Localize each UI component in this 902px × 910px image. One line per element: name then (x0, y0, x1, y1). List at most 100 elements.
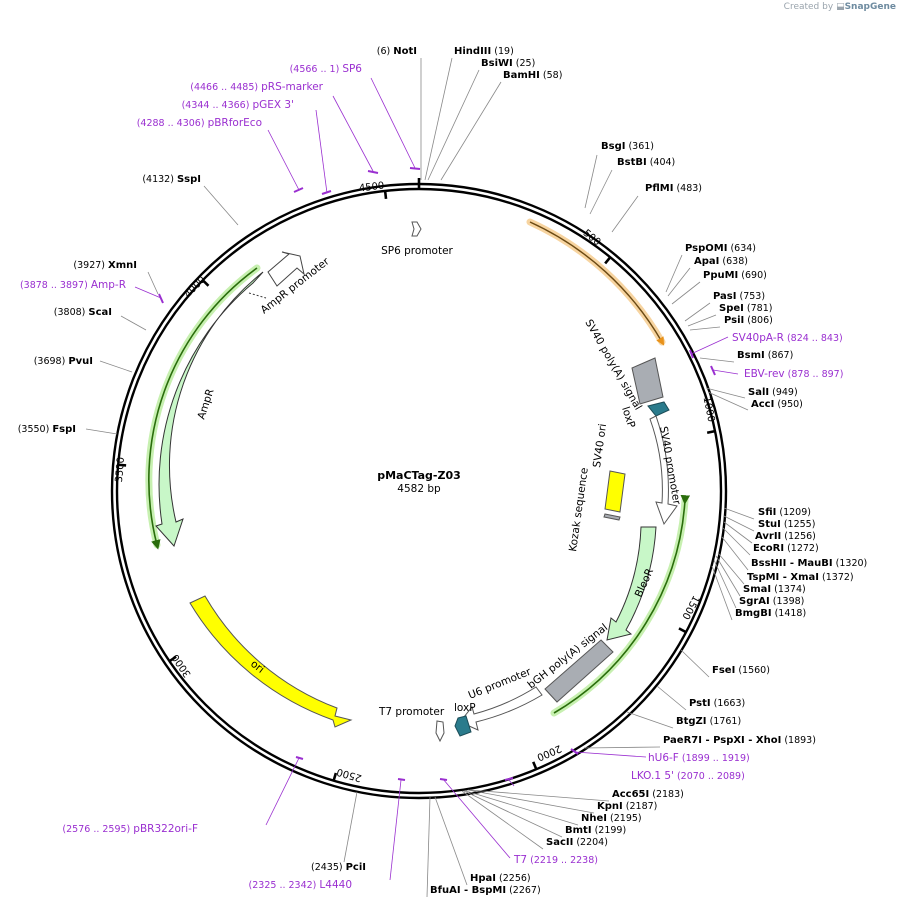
feature-label-t7-promoter: T7 promoter (378, 706, 445, 718)
site-name: BsgI (601, 141, 625, 152)
primer-name: pRS-marker (261, 81, 324, 93)
site-name: BmgBI (735, 608, 772, 619)
site-name: BsiWI (481, 58, 513, 69)
primer-label: (4466 .. 4485) pRS-marker (190, 81, 323, 93)
site-label: BstBI (404) (617, 157, 675, 168)
primer-position: (878 .. 897) (785, 369, 844, 380)
plasmid-name: pMaCTag-Z03 (377, 469, 461, 482)
primer-leader-line (267, 129, 300, 191)
site-label: SgrAI (1398) (739, 596, 804, 607)
primer-name: SP6 (342, 63, 362, 75)
primer-position: (3878 .. 3897) (20, 280, 91, 291)
primer-leader-line (508, 779, 515, 787)
site-name: AccI (751, 399, 774, 410)
primer-name: pBRforEco (208, 117, 262, 129)
site-name: BamHI (503, 70, 540, 81)
sv40-ori-block (604, 470, 626, 513)
site-position: (2187) (623, 801, 658, 812)
ori-arrow (189, 595, 353, 728)
site-leader-line (589, 169, 613, 215)
primer-label: (4344 .. 4366) pGEX 3' (182, 99, 294, 111)
primer-position: (2070 .. 2089) (674, 771, 745, 782)
site-position: (3927) (73, 260, 108, 271)
primer-name: L4440 (319, 879, 352, 891)
tick-label-4500: 4500 (358, 181, 385, 195)
tick-mark-2500 (332, 772, 338, 782)
site-name: StuI (758, 519, 781, 530)
snapgene-logo-icon: ⬓ (836, 2, 845, 12)
plasmid-length: 4582 bp (397, 483, 441, 495)
site-leader-line (99, 360, 133, 373)
site-position: (404) (647, 157, 676, 168)
site-label: SmaI (1374) (743, 584, 806, 595)
tick-label-3500: 3500 (114, 457, 127, 483)
primer-leader-line (332, 95, 374, 172)
site-label: AvrII (1256) (755, 531, 816, 542)
site-label: HpaI (2256) (470, 873, 531, 884)
primer-leader-line (574, 751, 647, 758)
site-name: PsiI (724, 315, 744, 326)
site-position: (2199) (592, 825, 627, 836)
site-position: (1761) (707, 716, 742, 727)
feature-label-sv40-ori: SV40 ori (591, 423, 609, 468)
site-label: TspMI - XmaI (1372) (747, 572, 854, 583)
site-leader-line (687, 314, 717, 327)
feature-label-sp6-promoter: SP6 promoter (381, 245, 453, 257)
site-name: SalI (748, 387, 769, 398)
site-label: (6) NotI (377, 46, 417, 57)
site-position: (867) (765, 350, 794, 361)
site-name: XmnI (108, 260, 137, 271)
primer-leader-line (712, 369, 739, 375)
site-position: (2204) (573, 837, 608, 848)
site-leader-line (721, 536, 749, 571)
sv40-promoter-arrow (649, 415, 678, 526)
primer-name: Amp-R (91, 279, 126, 291)
tick-label-1000: 1000 (701, 396, 717, 423)
orf-highlight-bleor (553, 494, 691, 714)
site-label: (3808) ScaI (54, 307, 112, 318)
site-position: (634) (727, 243, 756, 254)
site-position: (19) (491, 46, 514, 57)
site-name: BfuAI - BspMI (430, 885, 506, 896)
site-leader-line (665, 254, 683, 293)
primer-binding-mark (367, 170, 379, 174)
site-position: (950) (774, 399, 803, 410)
site-name: FspI (52, 424, 76, 435)
feature-label-kozak: Kozak sequence (567, 467, 591, 553)
site-position: (2256) (496, 873, 531, 884)
site-name: SacII (546, 837, 573, 848)
site-name: BssHII - MauBI (751, 558, 833, 569)
site-leader-line (584, 154, 598, 209)
primer-binding-mark (295, 756, 304, 760)
site-position: (25) (513, 58, 536, 69)
site-leader-line (147, 271, 159, 295)
site-position: (753) (736, 291, 765, 302)
orf-highlight-sv40 (529, 221, 665, 346)
primer-label: SV40pA-R (824 .. 843) (732, 332, 843, 344)
site-position: (3550) (18, 424, 53, 435)
site-name: PasI (713, 291, 736, 302)
site-label: AccI (950) (751, 399, 803, 410)
site-label: PstI (1663) (689, 698, 745, 709)
site-leader-line (465, 790, 579, 826)
site-name: AvrII (755, 531, 781, 542)
site-name: Acc65I (612, 789, 649, 800)
ampr-promoter-arrow (267, 251, 305, 287)
sv40-polya-block (631, 357, 664, 405)
primer-label: (4566 .. 1) SP6 (290, 63, 363, 75)
primer-label: T7 (2219 .. 2238) (513, 854, 598, 866)
site-leader-line (707, 391, 749, 411)
tick-mark-2000 (532, 761, 538, 770)
primer-position: (2325 .. 2342) (249, 880, 320, 891)
site-label: BsmI (867) (737, 350, 793, 361)
site-position: (361) (625, 141, 654, 152)
site-position: (4132) (142, 174, 177, 185)
feature-label-loxp-lower: loxP (454, 702, 476, 714)
primer-name: SV40pA-R (732, 332, 784, 344)
site-leader-line (469, 789, 610, 802)
site-leader-line (440, 81, 502, 181)
primer-leader-line (389, 779, 402, 881)
tick-mark-3500 (118, 463, 127, 467)
site-leader-line (722, 527, 751, 556)
